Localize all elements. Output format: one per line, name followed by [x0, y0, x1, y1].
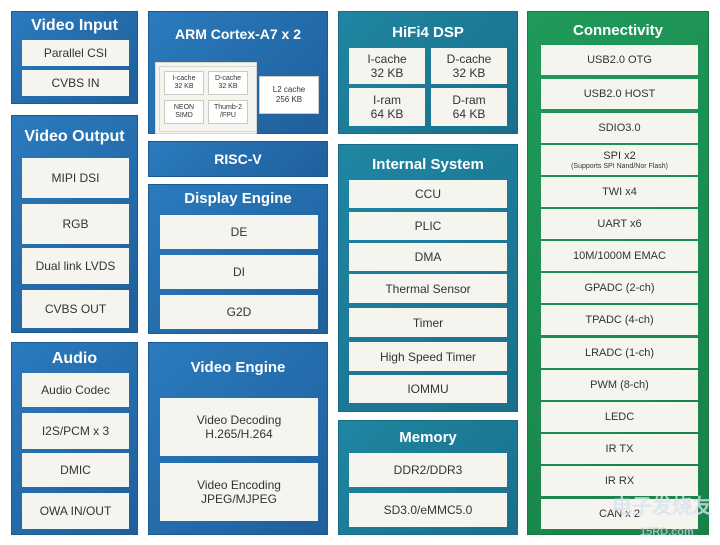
- i2s-pcm-box: I2S/PCM x 3: [22, 413, 129, 449]
- hifi-iram-box: I-ram 64 KB: [349, 88, 425, 126]
- cvbs-out-box: CVBS OUT: [22, 290, 129, 328]
- spi-support-note: (Supports SPI Nand/Nor Flash): [571, 163, 668, 170]
- connectivity-panel: Connectivity USB2.0 OTG USB2.0 HOST SDIO…: [527, 11, 709, 535]
- hifi-dram-box: D-ram 64 KB: [431, 88, 507, 126]
- hifi-icache-label: I-cache: [367, 52, 407, 66]
- sdio-box: SDIO3.0: [541, 113, 698, 143]
- dmic-box: DMIC: [22, 453, 129, 487]
- internal-system-panel: Internal System CCU PLIC DMA Thermal Sen…: [338, 144, 518, 412]
- plic-box: PLIC: [349, 212, 507, 240]
- arm-icache-label: I-cache: [172, 75, 196, 82]
- cvbs-in-box: CVBS IN: [22, 70, 129, 96]
- video-encoding-label: Video Encoding: [197, 478, 281, 492]
- dma-box: DMA: [349, 243, 507, 271]
- arm-neon-cell: NEON SIMD: [164, 100, 204, 124]
- video-output-panel: Video Output MIPI DSI RGB Dual link LVDS…: [11, 115, 138, 333]
- hifi-icache-size: 32 KB: [370, 66, 404, 80]
- arm-core-block-front: I-cache 32 KB D-cache 32 KB NEON SIMD Th…: [159, 66, 257, 132]
- arm-l2-cache-cell: L2 cache 256 KB: [259, 76, 319, 114]
- hifi4-dsp-panel: HiFi4 DSP I-cache 32 KB D-cache 32 KB I-…: [338, 11, 518, 134]
- sd-emmc-box: SD3.0/eMMC5.0: [349, 493, 507, 527]
- iommu-box: IOMMU: [349, 375, 507, 403]
- video-engine-title: Video Engine: [190, 359, 286, 376]
- arm-thumb-label: Thumb-2: [213, 104, 242, 111]
- rgb-box: RGB: [22, 204, 129, 244]
- audio-panel: Audio Audio Codec I2S/PCM x 3 DMIC OWA I…: [11, 342, 138, 535]
- memory-title: Memory: [399, 429, 457, 446]
- audio-title: Audio: [51, 350, 98, 367]
- gpadc-box: GPADC (2-ch): [541, 273, 698, 303]
- video-decoding-formats: H.265/H.264: [205, 427, 273, 441]
- emac-box: 10M/1000M EMAC: [541, 241, 698, 271]
- video-output-title: Video Output: [24, 128, 125, 145]
- arm-simd-label: SIMD: [175, 112, 193, 119]
- hifi4-dsp-title: HiFi4 DSP: [392, 24, 464, 41]
- video-input-title: Video Input: [31, 17, 118, 34]
- spi-box: SPI x2 (Supports SPI Nand/Nor Flash): [541, 145, 698, 175]
- hifi-dram-size: 64 KB: [452, 107, 486, 121]
- risc-v-panel: RISC-V: [148, 141, 328, 177]
- memory-panel: Memory DDR2/DDR3 SD3.0/eMMC5.0: [338, 420, 518, 535]
- hifi-iram-label: I-ram: [373, 93, 401, 107]
- usb-host-box: USB2.0 HOST: [541, 79, 698, 109]
- spi-label: SPI x2: [603, 150, 636, 162]
- ledc-box: LEDC: [541, 402, 698, 432]
- video-encoding-box: Video Encoding JPEG/MJPEG: [160, 463, 318, 521]
- tpadc-box: TPADC (4-ch): [541, 305, 698, 335]
- pwm-box: PWM (8-ch): [541, 370, 698, 400]
- hifi-dcache-box: D-cache 32 KB: [431, 48, 507, 84]
- hifi-icache-box: I-cache 32 KB: [349, 48, 425, 84]
- can-box: CAN x 2: [541, 499, 698, 529]
- di-box: DI: [160, 255, 318, 289]
- arm-dcache-size: 32 KB: [218, 83, 238, 90]
- de-box: DE: [160, 215, 318, 249]
- lradc-box: LRADC (1-ch): [541, 338, 698, 368]
- mipi-dsi-box: MIPI DSI: [22, 158, 129, 198]
- audio-codec-box: Audio Codec: [22, 373, 129, 407]
- video-decoding-label: Video Decoding: [196, 413, 282, 427]
- ddr-box: DDR2/DDR3: [349, 453, 507, 487]
- connectivity-title: Connectivity: [572, 22, 663, 39]
- ir-rx-box: IR RX: [541, 466, 698, 496]
- video-input-panel: Video Input Parallel CSI CVBS IN: [11, 11, 138, 104]
- arm-dcache-label: D-cache: [214, 75, 242, 82]
- owa-in-out-box: OWA IN/OUT: [22, 493, 129, 529]
- hifi-dcache-size: 32 KB: [452, 66, 486, 80]
- arm-l2-size: 256 KB: [275, 95, 303, 104]
- parallel-csi-box: Parallel CSI: [22, 40, 129, 66]
- watermark-logo-text: 电子发烧友: [612, 496, 712, 518]
- arm-cortex-title: ARM Cortex-A7 x 2: [174, 26, 302, 42]
- ccu-box: CCU: [349, 180, 507, 208]
- arm-neon-label: NEON: [173, 104, 195, 111]
- ir-tx-box: IR TX: [541, 434, 698, 464]
- video-engine-panel: Video Engine Video Decoding H.265/H.264 …: [148, 342, 328, 535]
- arm-thumb-cell: Thumb-2 /FPU: [208, 100, 248, 124]
- hifi-dcache-label: D-cache: [446, 52, 492, 66]
- display-engine-title: Display Engine: [184, 190, 292, 207]
- hifi-dram-label: D-ram: [452, 93, 486, 107]
- arm-icache-size: 32 KB: [174, 83, 194, 90]
- arm-fpu-label: /FPU: [220, 112, 236, 119]
- video-encoding-formats: JPEG/MJPEG: [200, 492, 277, 506]
- arm-icache-cell: I-cache 32 KB: [164, 71, 204, 95]
- watermark-domain: 15RD.com: [640, 526, 694, 538]
- high-speed-timer-box: High Speed Timer: [349, 342, 507, 371]
- thermal-sensor-box: Thermal Sensor: [349, 274, 507, 303]
- arm-cortex-panel: ARM Cortex-A7 x 2 I-cache 32 KB D-cache …: [148, 11, 328, 134]
- dual-link-lvds-box: Dual link LVDS: [22, 248, 129, 284]
- display-engine-panel: Display Engine DE DI G2D: [148, 184, 328, 334]
- arm-dcache-cell: D-cache 32 KB: [208, 71, 248, 95]
- usb-otg-box: USB2.0 OTG: [541, 45, 698, 75]
- timer-box: Timer: [349, 308, 507, 337]
- risc-v-title: RISC-V: [214, 151, 262, 167]
- uart-box: UART x6: [541, 209, 698, 239]
- g2d-box: G2D: [160, 295, 318, 329]
- hifi-iram-size: 64 KB: [370, 107, 404, 121]
- video-decoding-box: Video Decoding H.265/H.264: [160, 398, 318, 456]
- twi-box: TWI x4: [541, 177, 698, 207]
- arm-l2-label: L2 cache: [272, 85, 306, 94]
- internal-system-title: Internal System: [372, 156, 484, 173]
